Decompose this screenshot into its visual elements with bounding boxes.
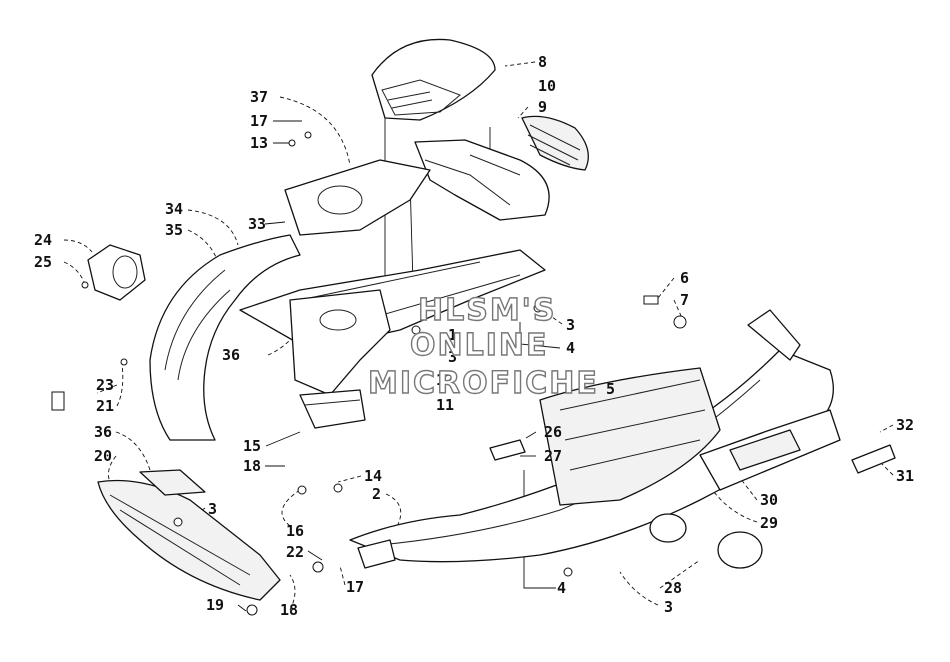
watermark-line-2: ONLINE bbox=[410, 328, 549, 363]
callout-28: 28 bbox=[664, 579, 682, 597]
part-side-trim bbox=[299, 389, 366, 429]
callout-24: 24 bbox=[34, 231, 52, 249]
part-side-panel-36 bbox=[139, 469, 206, 496]
callout-29: 29 bbox=[760, 514, 778, 532]
callout-18: 18 bbox=[243, 457, 261, 475]
callout-13: 13 bbox=[250, 134, 268, 152]
part-instrument-bracket bbox=[414, 139, 550, 221]
callout-17: 17 bbox=[250, 112, 268, 130]
callout-10: 10 bbox=[538, 77, 556, 95]
callout-19: 19 bbox=[206, 596, 224, 614]
callout-labels: 37 17 13 34 35 33 24 25 8 10 9 6 7 3 4 1… bbox=[34, 53, 914, 619]
part-skid-bracket bbox=[357, 539, 396, 569]
callout-12: 12 bbox=[436, 371, 454, 389]
part-small-decal bbox=[489, 439, 526, 461]
callout-37: 37 bbox=[250, 88, 268, 106]
callout-2: 2 bbox=[372, 485, 381, 503]
part-right-mount bbox=[747, 309, 801, 361]
callout-35: 35 bbox=[165, 221, 183, 239]
part-mesh-panel bbox=[539, 367, 721, 506]
callout-20: 20 bbox=[94, 447, 112, 465]
callout-11: 11 bbox=[436, 396, 454, 414]
callout-36: 36 bbox=[94, 423, 112, 441]
part-center-tunnel bbox=[289, 289, 391, 396]
part-console-hood bbox=[371, 38, 496, 121]
callout-18: 18 bbox=[280, 601, 298, 619]
callout-9: 9 bbox=[538, 98, 547, 116]
callout-15: 15 bbox=[243, 437, 261, 455]
part-left-footrest bbox=[97, 479, 281, 601]
callout-26: 26 bbox=[544, 423, 562, 441]
callout-32: 32 bbox=[896, 416, 914, 434]
callout-5: 5 bbox=[606, 380, 615, 398]
callout-8: 8 bbox=[538, 53, 547, 71]
callout-7: 7 bbox=[680, 291, 689, 309]
callout-6: 6 bbox=[680, 269, 689, 287]
watermark-line-1: HLSM'S bbox=[418, 293, 556, 328]
fasteners bbox=[51, 131, 687, 616]
callout-3: 3 bbox=[664, 598, 673, 616]
callout-30: 30 bbox=[760, 491, 778, 509]
callout-36: 36 bbox=[222, 346, 240, 364]
callout-4: 4 bbox=[557, 579, 566, 597]
part-left-fender bbox=[149, 234, 301, 441]
callout-16: 16 bbox=[286, 522, 304, 540]
part-tail-cap bbox=[717, 531, 763, 569]
callout-25: 25 bbox=[34, 253, 52, 271]
watermark: HLSM'S ONLINE MICROFICHE bbox=[367, 292, 599, 401]
part-rear-plate bbox=[851, 444, 896, 474]
watermark-line-3: MICROFICHE bbox=[368, 366, 599, 401]
callout-3: 3 bbox=[208, 500, 217, 518]
part-upper-panel bbox=[284, 159, 431, 236]
callout-23: 23 bbox=[96, 376, 114, 394]
callout-31: 31 bbox=[896, 467, 914, 485]
callout-27: 27 bbox=[544, 447, 562, 465]
part-headlight-housing bbox=[87, 244, 146, 301]
callout-3: 3 bbox=[448, 348, 457, 366]
callout-3: 3 bbox=[566, 316, 575, 334]
callout-4: 4 bbox=[566, 339, 575, 357]
callout-14: 14 bbox=[364, 467, 382, 485]
part-vent-grille bbox=[521, 115, 589, 171]
callout-1: 1 bbox=[448, 326, 457, 344]
callout-33: 33 bbox=[248, 215, 266, 233]
callout-21: 21 bbox=[96, 397, 114, 415]
part-rear-bumper bbox=[699, 409, 841, 491]
callout-22: 22 bbox=[286, 543, 304, 561]
callout-17: 17 bbox=[346, 578, 364, 596]
callout-34: 34 bbox=[165, 200, 183, 218]
